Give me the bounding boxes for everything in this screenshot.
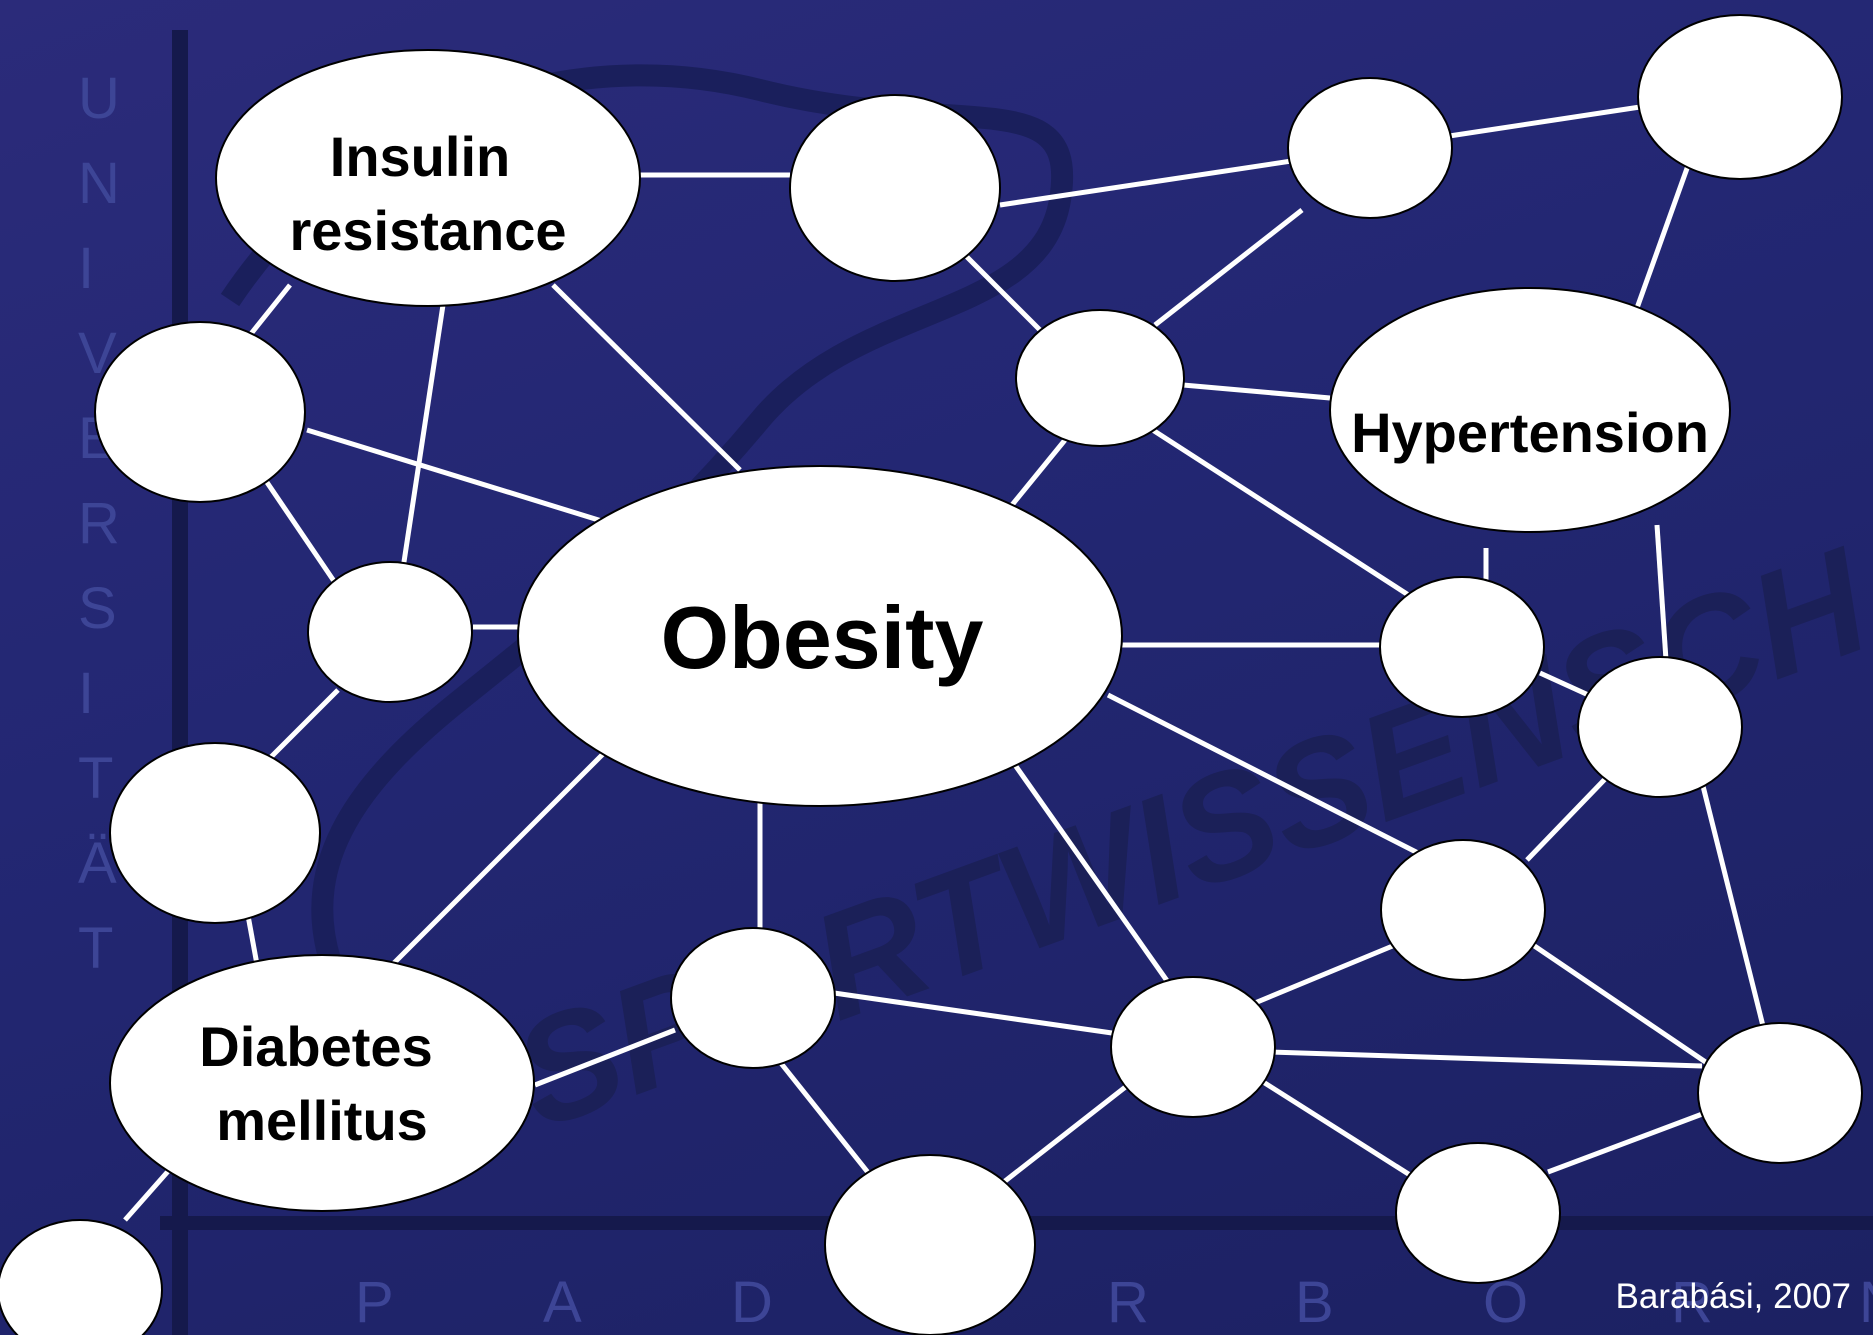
node-insulin-resistance	[215, 49, 641, 307]
node	[1379, 576, 1545, 718]
watermark-letter: B	[1295, 1270, 1334, 1335]
edges	[123, 104, 1767, 1222]
watermark-letter: I	[78, 236, 94, 301]
edge	[1182, 382, 1331, 401]
node	[307, 561, 473, 703]
node-label-hypertension: Hypertension	[1351, 401, 1709, 464]
labels: Insulin resistance Hypertension Obesity …	[199, 125, 1709, 1152]
edge	[778, 1060, 872, 1177]
edge	[998, 1083, 1130, 1187]
watermark-letter: T	[78, 746, 113, 811]
edge	[1010, 438, 1067, 507]
edge	[244, 909, 261, 971]
edge	[1249, 942, 1396, 1008]
node	[109, 742, 321, 924]
edge	[1012, 763, 1173, 987]
node	[1110, 976, 1276, 1118]
edge	[1525, 775, 1609, 862]
watermark-letter: U	[78, 66, 120, 131]
edge	[1153, 208, 1304, 327]
watermark-letter: R	[1107, 1270, 1149, 1335]
node-label-resistance: resistance	[289, 199, 566, 262]
node-label-obesity: Obesity	[661, 588, 984, 687]
node	[670, 927, 836, 1069]
nodes	[0, 14, 1863, 1335]
edge	[383, 750, 607, 974]
node-label-diabetes: Diabetes	[199, 1015, 432, 1078]
watermark-letter: S	[78, 576, 117, 641]
watermark-letter: N	[78, 151, 120, 216]
node	[789, 94, 1001, 282]
watermark-swoosh	[220, 64, 1074, 964]
edge	[261, 688, 340, 767]
edge	[1654, 524, 1669, 661]
node-diabetes-mellitus	[109, 954, 535, 1212]
edge	[1538, 670, 1597, 701]
watermark-letter: A	[543, 1270, 582, 1335]
node	[1015, 309, 1185, 447]
node	[0, 1219, 163, 1335]
edge	[1629, 159, 1693, 323]
edge	[551, 283, 742, 472]
edge	[833, 990, 1113, 1036]
node-label-mellitus: mellitus	[216, 1089, 428, 1152]
node-label-insulin: Insulin	[330, 125, 510, 188]
edge	[1269, 1049, 1703, 1069]
watermark-letter: T	[78, 916, 113, 981]
edge	[306, 427, 606, 525]
edge	[963, 253, 1044, 334]
edge	[259, 473, 343, 592]
edge	[399, 304, 446, 576]
node	[1380, 839, 1546, 981]
watermark-letter: R	[78, 491, 120, 556]
edge	[1258, 1077, 1412, 1178]
edge	[1422, 104, 1641, 143]
edge	[1699, 781, 1767, 1031]
edge	[248, 283, 292, 337]
node-hypertension	[1329, 287, 1731, 533]
node	[94, 321, 306, 503]
edge	[1106, 692, 1424, 858]
watermark-letter: I	[78, 661, 94, 726]
watermark-letter: N	[1859, 1270, 1873, 1335]
citation: Barabási, 2007	[1615, 1277, 1851, 1316]
watermark-letter: D	[731, 1270, 773, 1335]
edge	[999, 154, 1319, 208]
edge	[1547, 1110, 1706, 1175]
watermark-letter: P	[355, 1270, 394, 1335]
edge	[1531, 942, 1709, 1066]
node	[1577, 656, 1743, 798]
edge	[534, 1027, 676, 1088]
edge	[1143, 422, 1412, 599]
node	[1637, 14, 1843, 180]
node	[1287, 77, 1453, 219]
watermark-letter: R	[1671, 1270, 1713, 1335]
node	[824, 1154, 1036, 1335]
node	[1697, 1022, 1863, 1164]
node-obesity	[517, 465, 1123, 807]
node	[1395, 1142, 1561, 1284]
